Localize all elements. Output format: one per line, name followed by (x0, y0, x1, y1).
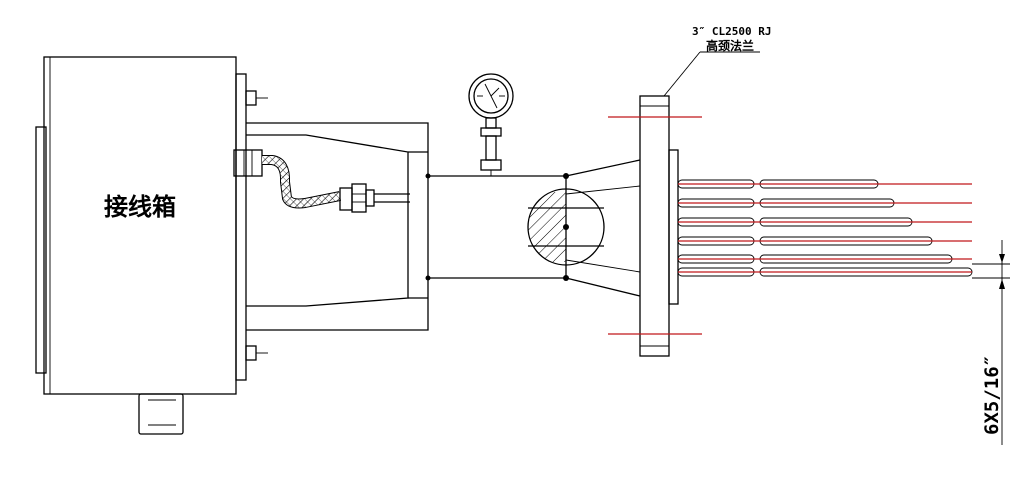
flange (639, 95, 679, 357)
flange-type-label: 高颈法兰 (706, 38, 754, 53)
heating-element (677, 254, 972, 264)
flange-neck (565, 159, 641, 297)
heating-element (677, 179, 972, 189)
junction-box-label: 接线箱 (104, 193, 176, 221)
section-view (527, 188, 605, 266)
heating-element (677, 198, 972, 208)
heating-elements (677, 179, 973, 277)
heating-element (677, 267, 973, 277)
flange-bolt-centerlines (608, 116, 702, 335)
element-dimension-label: 6X5/16″ (981, 355, 1003, 435)
mounting-bolts (245, 90, 268, 361)
element-dimension: 6X5/16″ (972, 240, 1010, 445)
pressure-gauge (468, 73, 514, 176)
junction-box: 接线箱 (35, 56, 247, 435)
flange-spec-label: 3″ CL2500 RJ (692, 25, 771, 38)
heating-element (677, 236, 972, 246)
adapter-housing (246, 122, 429, 331)
heating-element (677, 217, 972, 227)
cable-gland (233, 149, 263, 177)
flange-callout: 3″ CL2500 RJ 高颈法兰 (663, 25, 771, 97)
cable-nut (339, 183, 410, 213)
